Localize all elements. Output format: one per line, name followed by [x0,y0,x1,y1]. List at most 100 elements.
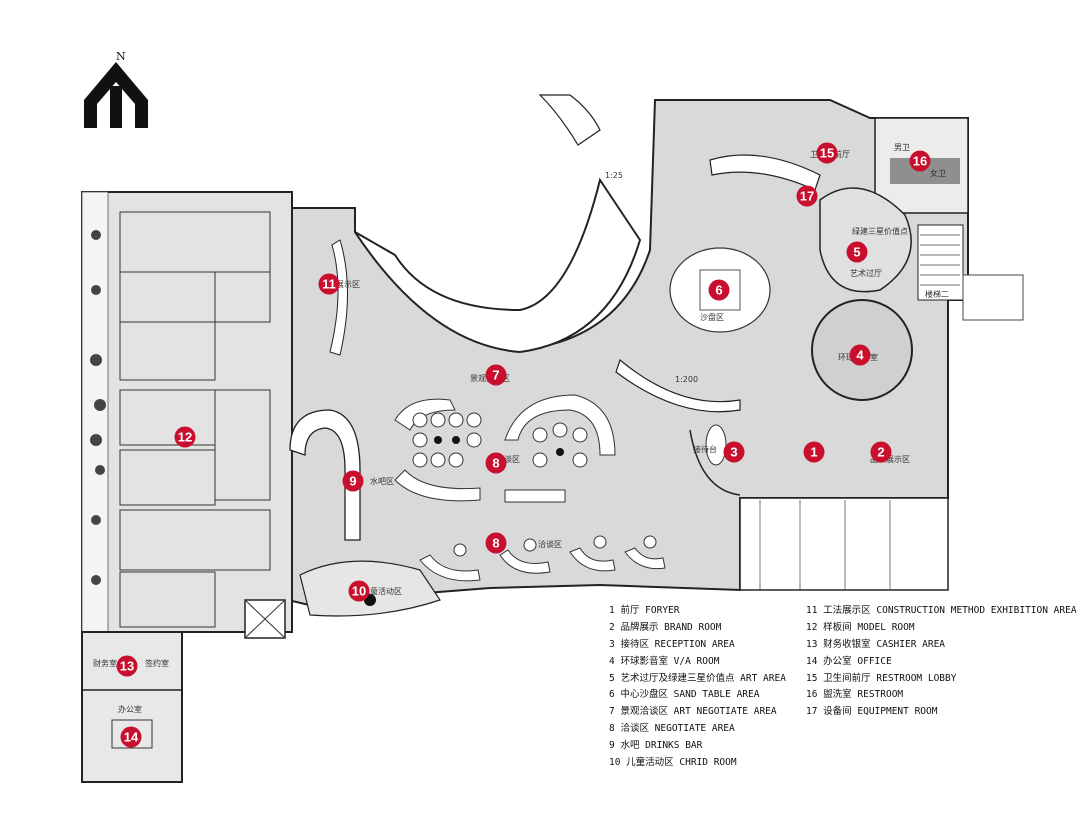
marker-number: 5 [853,245,860,260]
area-marker-13: 13 [116,655,138,677]
marker-number: 7 [492,368,499,383]
marker-circle [708,279,730,301]
stair-two [917,224,964,301]
marker-number: 15 [820,146,834,161]
legend-item: 12 样板间 MODEL ROOM [806,621,915,633]
area-marker-6: 6 [708,279,730,301]
area-marker-11: 11 [318,273,340,295]
marker-number: 16 [913,154,927,169]
marker-number: 13 [120,659,134,674]
area-marker-10: 10 [348,580,370,602]
area-marker-2: 2 [870,441,892,463]
marker-number: 8 [492,456,499,471]
cashier-label: 财务室 [93,658,117,668]
area-marker-8: 8 [485,532,507,554]
area-marker-16: 16 [909,150,931,172]
art-area-wall [819,187,912,293]
marker-circle [120,726,142,748]
marker-circle [796,185,818,207]
legend-item: 7 景观洽谈区 ART NEGOTIATE AREA [609,706,777,718]
legend-item: 6 中心沙盘区 SAND TABLE AREA [609,689,760,701]
area-marker-7: 7 [485,364,507,386]
sand-label: 沙盘区 [700,312,724,322]
area-marker-5: 5 [846,241,868,263]
legend-item: 11 工法展示区 CONSTRUCTION METHOD EXHIBITION … [806,605,1077,616]
model-room-wing [81,191,293,633]
marker-number: 4 [856,348,864,363]
marker-circle [318,273,340,295]
marker-circle [909,150,931,172]
area-marker-14: 14 [120,726,142,748]
area-marker-4: 4 [849,344,871,366]
stair2-label: 楼梯二 [925,289,949,299]
reception-label: 接待台 [693,444,717,454]
area-marker-12: 12 [174,426,196,448]
legend-left: 1 前厅 FORYER 2 品牌展示 BRAND ROOM 3 接待区 RECE… [609,603,786,772]
kids-label: 儿童活动区 [362,586,402,596]
marker-circle [348,580,370,602]
marker-circle [849,344,871,366]
brand-label: 品牌展示区 [870,454,910,464]
marker-number: 8 [492,536,499,551]
method-label: 工法展示区 [320,279,360,289]
legend-item: 17 设备间 EQUIPMENT ROOM [806,706,938,718]
office-label: 办公室 [118,704,142,714]
drinks-bar-counter [289,409,361,541]
legend-item: 9 水吧 DRINKS BAR [609,740,703,752]
men-label: 男卫 [894,143,910,152]
curved-walkway [354,177,642,354]
marker-circle [485,532,507,554]
marker-number: 3 [730,445,737,460]
women-label: 女卫 [930,168,946,178]
legend-item: 5 艺术过厅及绿建三星价值点 ART AREA [609,672,786,684]
area-marker-8: 8 [485,452,507,474]
legend-item: 2 品牌展示 BRAND ROOM [609,621,722,633]
marker-circle [870,441,892,463]
marker-number: 14 [124,730,139,745]
area-marker-17: 17 [796,185,818,207]
legend-item: 16 盥洗室 RESTROOM [806,689,904,701]
area-marker-1: 1 [803,441,825,463]
marker-circle [803,441,825,463]
legend-right: 11 工法展示区 CONSTRUCTION METHOD EXHIBITION … [806,603,1077,721]
marker-circle [342,470,364,492]
sign-label: 签约室 [145,658,169,668]
compass-label: N [116,50,126,63]
area-marker-9: 9 [342,470,364,492]
legend-item: 8 洽谈区 NEGOTIATE AREA [609,723,735,735]
area-marker-3: 3 [723,441,745,463]
marker-number: 6 [715,283,722,298]
legend-item: 10 儿童活动区 CHRID ROOM [609,757,737,769]
legend-item: 1 前厅 FORYER [609,605,680,616]
legend-item: 13 财务收银室 CASHIER AREA [806,638,946,650]
area-marker-15: 15 [816,142,838,164]
marker-number: 10 [352,584,366,599]
marker-circle [485,364,507,386]
marker-number: 9 [349,474,356,489]
legend-item: 3 接待区 RECEPTION AREA [609,638,735,650]
marker-circle [816,142,838,164]
legend-item: 4 环球影音室 V/A ROOM [609,655,720,667]
marker-number: 11 [322,277,336,292]
marker-number: 2 [877,445,884,460]
marker-number: 17 [800,189,814,204]
marker-circle [485,452,507,474]
marker-circle [116,655,138,677]
art-corridor-label: 艺术过厅 [850,268,882,278]
entrance-vestibule [739,497,949,591]
negotiate2-label: 洽谈区 [538,539,562,549]
scale2-label: 1:25 [605,171,623,180]
bottom-seating-row [419,535,666,582]
north-compass-icon: N [84,50,148,128]
art-point-label: 绿建三星价值点 [852,226,908,236]
marker-circle [723,441,745,463]
marker-circle [174,426,196,448]
scale-label: 1:200 [675,375,698,384]
negotiate-label: 洽谈区 [496,454,520,464]
marker-circle [846,241,868,263]
kids-area [299,560,441,617]
negotiate-seating [394,394,616,503]
legend-item: 15 卫生间前厅 RESTROOM LOBBY [806,672,957,684]
marker-number: 12 [178,430,192,445]
